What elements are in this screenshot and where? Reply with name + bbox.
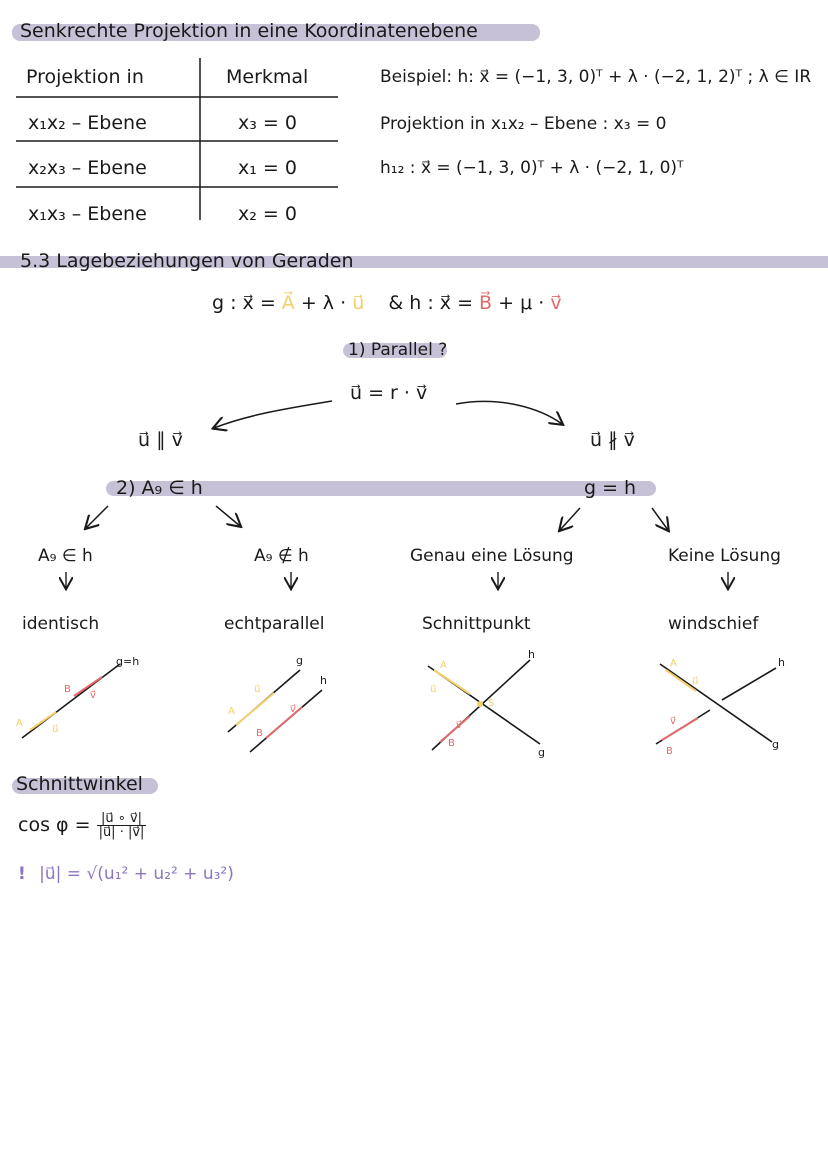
section-title-projection: Senkrechte Projektion in eine Koordinate… <box>20 20 478 42</box>
label-b: B <box>666 746 673 757</box>
table-header-projektion: Projektion in <box>26 66 144 88</box>
case-one-solution: Genau eine Lösung <box>410 546 574 566</box>
label-u: u⃗ <box>692 676 698 687</box>
title-highlight <box>12 778 158 794</box>
label-v: v⃗ <box>290 704 296 715</box>
eq-plus-mu: + μ · <box>498 292 545 314</box>
label-h: h <box>528 648 535 661</box>
step2-highlight <box>106 481 656 496</box>
fraction-numerator: |u⃗ ∘ v⃗| <box>96 812 147 826</box>
fraction: |u⃗ ∘ v⃗| |u⃗| · |v⃗| <box>96 812 147 840</box>
table-row-1-plane: x₁x₂ – Ebene <box>28 112 147 134</box>
eq-vector-a: A⃗ <box>281 292 295 314</box>
label-b: B <box>64 684 71 695</box>
label-s: S <box>488 698 494 709</box>
sketch-identical-lines: g=h A u⃗ B v⃗ <box>16 655 139 739</box>
step1-highlight <box>343 343 447 358</box>
eq-vector-u: u⃗ <box>352 292 365 314</box>
eq-h-prefix: & h : x⃗ = <box>388 292 473 314</box>
projection-table-grid <box>16 58 338 220</box>
label-g: g <box>296 654 303 667</box>
case-no-solution: Keine Lösung <box>668 546 781 566</box>
result-identisch: identisch <box>22 614 100 634</box>
sketch-parallel-lines: g h A u⃗ B v⃗ <box>227 654 327 753</box>
eq-g-prefix: g : x⃗ = <box>212 292 276 314</box>
table-row-3-plane: x₁x₃ – Ebene <box>28 203 147 225</box>
exclamation-icon: ! <box>18 864 26 884</box>
cos-label: cos φ = <box>18 814 91 836</box>
eq-vector-b: B⃗ <box>479 292 493 314</box>
step2-point-in-line: 2) A₉ ∈ h <box>116 477 203 499</box>
angle-formula: cos φ = |u⃗ ∘ v⃗| |u⃗| · |v⃗| <box>18 812 147 840</box>
norm-note: ! |u⃗| = √(u₁² + u₂² + u₃²) <box>18 864 234 884</box>
label-v: v⃗ <box>670 716 676 727</box>
table-header-merkmal: Merkmal <box>226 66 309 88</box>
norm-formula: |u⃗| = √(u₁² + u₂² + u₃²) <box>39 864 234 884</box>
label-u: u⃗ <box>254 684 260 695</box>
table-row-1-feature: x₃ = 0 <box>238 112 297 134</box>
label-g: g <box>538 746 545 759</box>
flow-arrows <box>0 400 828 560</box>
sketch-intersecting-lines: h g A u⃗ S B v⃗ <box>427 648 545 759</box>
label-h: h <box>778 656 785 669</box>
label-a: A <box>16 718 23 729</box>
label-u: u⃗ <box>430 684 436 695</box>
table-row-2-plane: x₂x₃ – Ebene <box>28 157 147 179</box>
eq-plus-lambda: + λ · <box>300 292 347 314</box>
result-schnittpunkt: Schnittpunkt <box>422 614 531 634</box>
label-a: A <box>670 658 677 669</box>
case-not-parallel: u⃗ ∦ v⃗ <box>590 429 635 451</box>
table-row-2-feature: x₁ = 0 <box>238 157 297 179</box>
result-windschief: windschief <box>668 614 759 634</box>
result-echtparallel: echtparallel <box>224 614 325 634</box>
example-line-2: Projektion in x₁x₂ – Ebene : x₃ = 0 <box>380 114 667 134</box>
case-point-in-h: A₉ ∈ h <box>38 546 93 566</box>
line-equations: g : x⃗ = A⃗ + λ · u⃗ & h : x⃗ = B⃗ + μ ·… <box>212 292 562 314</box>
example-line-1: Beispiel: h: x⃗ = (−1, 3, 0)ᵀ + λ · (−2,… <box>380 67 812 87</box>
example-line-3: h₁₂ : x⃗ = (−1, 3, 0)ᵀ + λ · (−2, 1, 0)ᵀ <box>380 158 684 178</box>
label-h: h <box>320 674 327 687</box>
table-row-3-feature: x₂ = 0 <box>238 203 297 225</box>
step1-parallel-question: 1) Parallel ? <box>348 340 448 360</box>
title-highlight <box>0 256 828 268</box>
label-a: A <box>228 706 235 717</box>
label-a: A <box>440 660 447 671</box>
label-b: B <box>448 738 455 749</box>
parallel-condition: u⃗ = r · v⃗ <box>350 382 428 404</box>
label-v: v⃗ <box>90 690 96 701</box>
sketch-skew-lines: h g A u⃗ B v⃗ <box>655 656 785 757</box>
label-b: B <box>256 728 263 739</box>
case-parallel: u⃗ ∥ v⃗ <box>138 429 183 451</box>
step2-g-equals-h: g = h <box>584 477 637 499</box>
label-g-equals-h: g=h <box>116 655 139 668</box>
section-title-lagebeziehungen: 5.3 Lagebeziehungen von Geraden <box>20 250 354 272</box>
title-highlight <box>12 24 540 41</box>
label-u: u⃗ <box>52 724 58 735</box>
section-title-schnittwinkel: Schnittwinkel <box>16 773 143 795</box>
label-g: g <box>772 738 779 751</box>
label-v: v⃗ <box>456 720 462 731</box>
case-point-not-in-h: A₉ ∉ h <box>254 546 309 566</box>
fraction-denominator: |u⃗| · |v⃗| <box>98 825 145 840</box>
eq-vector-v: v⃗ <box>550 292 562 314</box>
